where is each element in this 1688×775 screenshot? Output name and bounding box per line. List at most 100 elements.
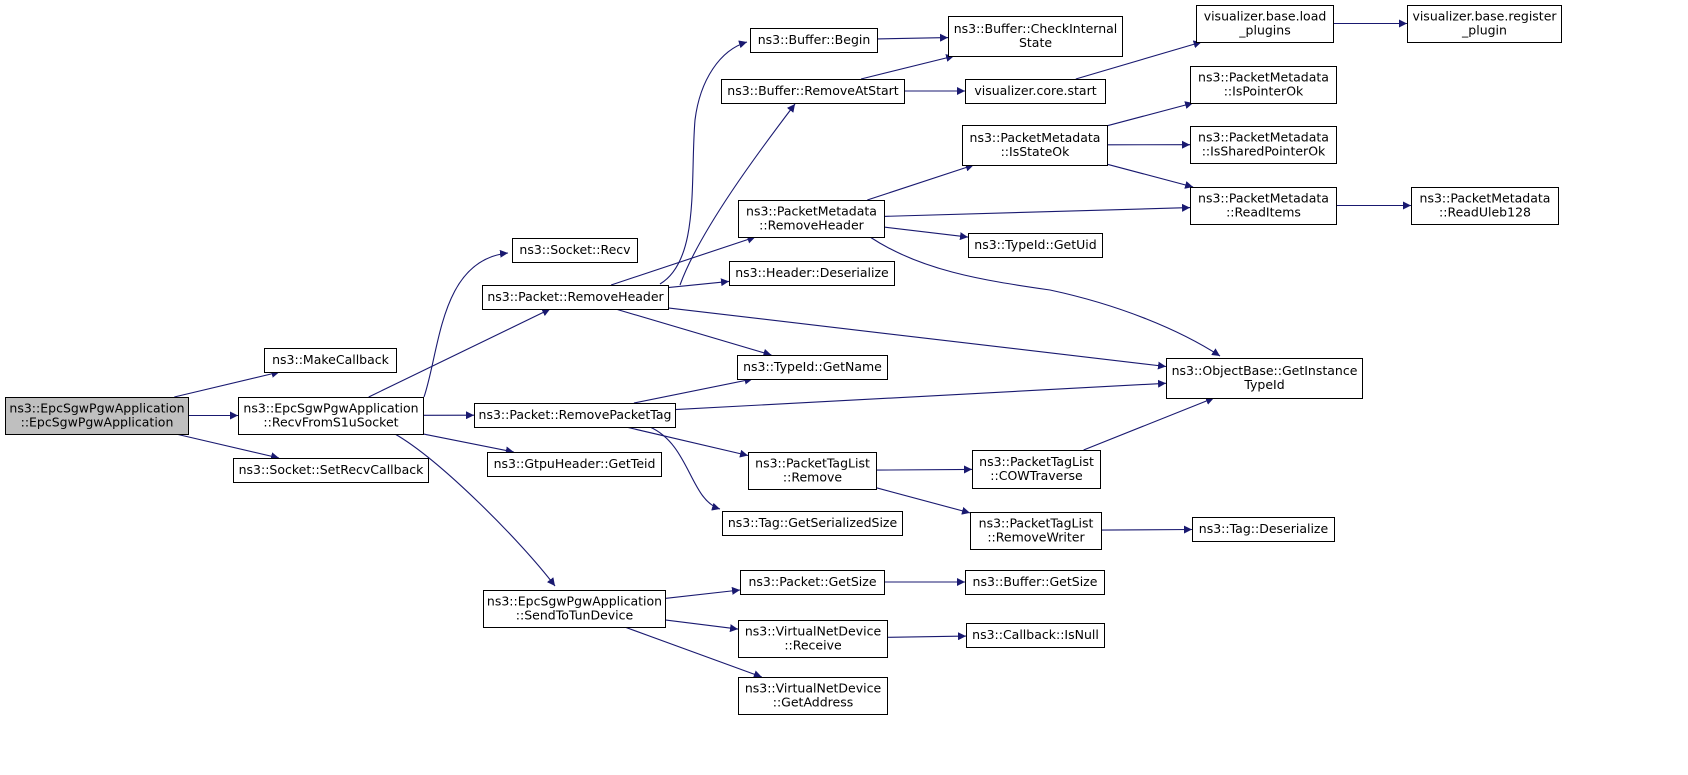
node-label-line: ns3::Header::Deserialize (735, 265, 889, 280)
node-box (948, 16, 1123, 57)
edge-viscore-to-visload (1075, 40, 1202, 80)
node-label-line: ns3::Packet::RemoveHeader (487, 289, 664, 304)
node-box (238, 397, 424, 435)
node-box (965, 79, 1106, 104)
edge-pktrmtag-to-tidname (633, 376, 753, 404)
node-gtpteid[interactable]: ns3::GtpuHeader::GetTeid (487, 452, 662, 477)
node-label-line: ns3::PacketTagList (979, 454, 1094, 469)
node-recvs1u[interactable]: ns3::EpcSgwPgwApplication::RecvFromS1uSo… (238, 397, 424, 435)
node-pmshared[interactable]: ns3::PacketMetadata::IsSharedPointerOk (1190, 126, 1337, 164)
node-label-line: ::GetAddress (773, 695, 853, 710)
node-box (1190, 66, 1337, 104)
edge-recvs1u-to-gtpteid (422, 433, 514, 455)
node-label-line: ns3::PacketMetadata (1198, 130, 1329, 145)
edge-pmrmhdr-to-pmread (883, 203, 1191, 217)
node-makecb[interactable]: ns3::MakeCallback (264, 348, 397, 373)
edge-ptlrmwriter-to-tagdeser (1100, 525, 1193, 534)
edge-sendtun-to-vndrecv (664, 619, 739, 633)
node-label-line: ns3::MakeCallback (272, 352, 390, 367)
node-pktrmtag[interactable]: ns3::Packet::RemovePacketTag (474, 403, 676, 428)
node-box (721, 79, 905, 104)
node-box (1192, 517, 1335, 542)
node-label-line: ns3::Socket::SetRecvCallback (239, 462, 424, 477)
edge-pmrmhdr-to-tiduid (883, 226, 969, 241)
node-tagsersize[interactable]: ns3::Tag::GetSerializedSize (722, 511, 903, 536)
node-pmptr[interactable]: ns3::PacketMetadata::IsPointerOk (1190, 66, 1337, 104)
edge-ptlremove-to-ptlcow (875, 465, 973, 474)
node-box (722, 511, 903, 536)
node-label-line: _plugin (1461, 23, 1507, 38)
node-label-line: ::IsStateOk (1001, 144, 1071, 159)
nodes-layer: ns3::EpcSgwPgwApplication::EpcSgwPgwAppl… (5, 5, 1562, 715)
node-label-line: ns3::TypeId::GetName (743, 359, 882, 374)
node-label-line: State (1019, 35, 1052, 50)
node-label-line: ns3::Callback::IsNull (972, 627, 1099, 642)
node-label-line: ns3::VirtualNetDevice (745, 624, 882, 639)
node-label-line: ns3::EpcSgwPgwApplication (243, 401, 418, 416)
node-setrecv[interactable]: ns3::Socket::SetRecvCallback (233, 458, 429, 483)
edge-root-to-setrecv (175, 433, 280, 461)
node-box (1196, 5, 1334, 43)
node-label-line: ::RecvFromS1uSocket (263, 415, 398, 430)
node-ptlcow[interactable]: ns3::PacketTagList::COWTraverse (972, 450, 1101, 489)
node-sockrecv[interactable]: ns3::Socket::Recv (512, 238, 638, 263)
node-pmrmhdr[interactable]: ns3::PacketMetadata::RemoveHeader (738, 200, 885, 238)
node-bufrmstart[interactable]: ns3::Buffer::RemoveAtStart (721, 79, 905, 104)
node-box (1166, 358, 1363, 399)
edge-recvs1u-to-sockrecv (423, 249, 509, 398)
node-box (512, 238, 638, 263)
node-label-line: visualizer.core.start (974, 83, 1096, 98)
node-tagdeser[interactable]: ns3::Tag::Deserialize (1192, 517, 1335, 542)
edge-pktrmtag-to-objtid (674, 379, 1167, 411)
node-tidname[interactable]: ns3::TypeId::GetName (737, 355, 888, 380)
node-label-line: ns3::Buffer::RemoveAtStart (727, 83, 899, 98)
node-label-line: ns3::PacketTagList (755, 456, 870, 471)
node-visload[interactable]: visualizer.base.load_plugins (1196, 5, 1334, 43)
node-pmread[interactable]: ns3::PacketMetadata::ReadItems (1190, 187, 1337, 225)
node-pmstate[interactable]: ns3::PacketMetadata::IsStateOk (962, 125, 1108, 166)
node-vndrecv[interactable]: ns3::VirtualNetDevice::Receive (738, 620, 888, 658)
node-label-line: ::Remove (783, 470, 842, 485)
node-ptlrmwriter[interactable]: ns3::PacketTagList::RemoveWriter (970, 512, 1102, 550)
node-box (738, 677, 888, 715)
node-box (1407, 5, 1562, 43)
node-pmuleb[interactable]: ns3::PacketMetadata::ReadUleb128 (1411, 187, 1559, 225)
node-box (474, 403, 676, 428)
node-pktrmhdr[interactable]: ns3::Packet::RemoveHeader (482, 285, 669, 310)
node-tiduid[interactable]: ns3::TypeId::GetUid (968, 233, 1103, 258)
edge-ptlcow-to-objtid (1083, 397, 1215, 451)
node-vndaddr[interactable]: ns3::VirtualNetDevice::GetAddress (738, 677, 888, 715)
node-label-line: ns3::TypeId::GetUid (974, 237, 1096, 252)
node-label-line: ::COWTraverse (990, 468, 1083, 483)
node-box (965, 570, 1105, 595)
node-box (1411, 187, 1559, 225)
node-label-line: ::RemoveWriter (987, 530, 1085, 545)
node-label-line: ns3::ObjectBase::GetInstance (1172, 363, 1358, 378)
edge-pktrmhdr-to-objtid (667, 307, 1167, 370)
node-label-line: ns3::PacketTagList (979, 516, 1094, 531)
node-label-line: ns3::Packet::GetSize (748, 574, 876, 589)
node-pktgetsize[interactable]: ns3::Packet::GetSize (740, 570, 885, 595)
node-box (738, 620, 888, 658)
edge-pktrmtag-to-tagsersize (649, 426, 721, 511)
node-ptlremove[interactable]: ns3::PacketTagList::Remove (748, 452, 877, 490)
node-label-line: ns3::Socket::Recv (519, 242, 631, 257)
node-box (972, 450, 1101, 489)
node-box (1190, 126, 1337, 164)
node-sendtun[interactable]: ns3::EpcSgwPgwApplication::SendToTunDevi… (483, 590, 666, 628)
node-label-line: ns3::Tag::GetSerializedSize (728, 515, 898, 530)
node-hdrdeser[interactable]: ns3::Header::Deserialize (729, 261, 895, 286)
edge-bufbegin-to-bufcheck (876, 33, 949, 42)
node-label-line: ns3::GtpuHeader::GetTeid (494, 456, 656, 471)
node-label-line: ns3::VirtualNetDevice (745, 681, 882, 696)
node-root[interactable]: ns3::EpcSgwPgwApplication::EpcSgwPgwAppl… (5, 397, 189, 435)
node-label-line: ns3::Buffer::Begin (758, 32, 871, 47)
node-cbnull[interactable]: ns3::Callback::IsNull (966, 623, 1105, 648)
node-bufbegin[interactable]: ns3::Buffer::Begin (750, 28, 878, 53)
node-label-line: ::Receive (784, 638, 842, 653)
node-visreg[interactable]: visualizer.base.register_plugin (1407, 5, 1562, 43)
node-viscore[interactable]: visualizer.core.start (965, 79, 1106, 104)
node-bufgetsize[interactable]: ns3::Buffer::GetSize (965, 570, 1105, 595)
